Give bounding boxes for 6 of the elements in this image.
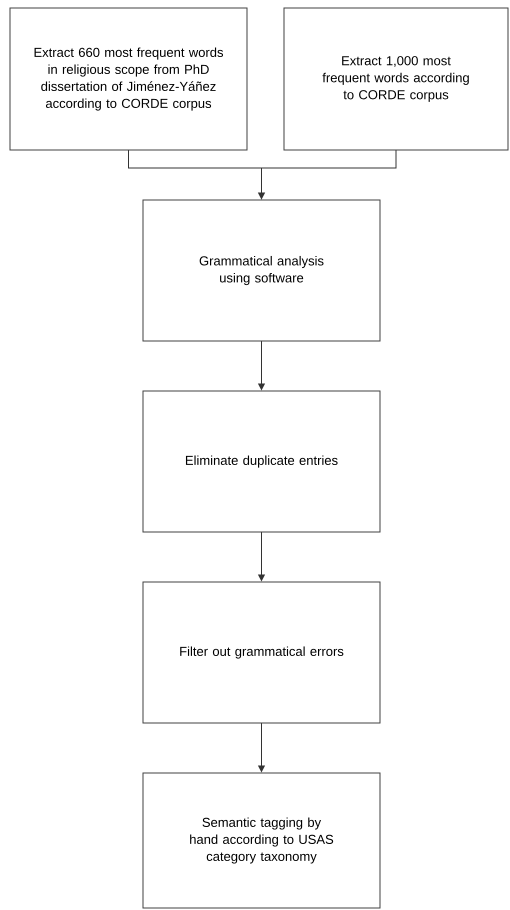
process-box: Extract 1,000 most frequent words according to CORDE corpus [284, 8, 508, 150]
process-box: Semantic tagging by hand according to USAS category taxonomy [142, 772, 380, 908]
process-box: Grammatical analysis using software [142, 200, 380, 342]
process-box: Extract 660 most frequent words in religious scope from PhD dissertation of Jiménez-Yáñez according to CORDE corpus [10, 8, 248, 150]
process-box: Eliminate duplicate entries [142, 390, 380, 532]
process-box: Filter out grammatical errors [142, 582, 380, 724]
